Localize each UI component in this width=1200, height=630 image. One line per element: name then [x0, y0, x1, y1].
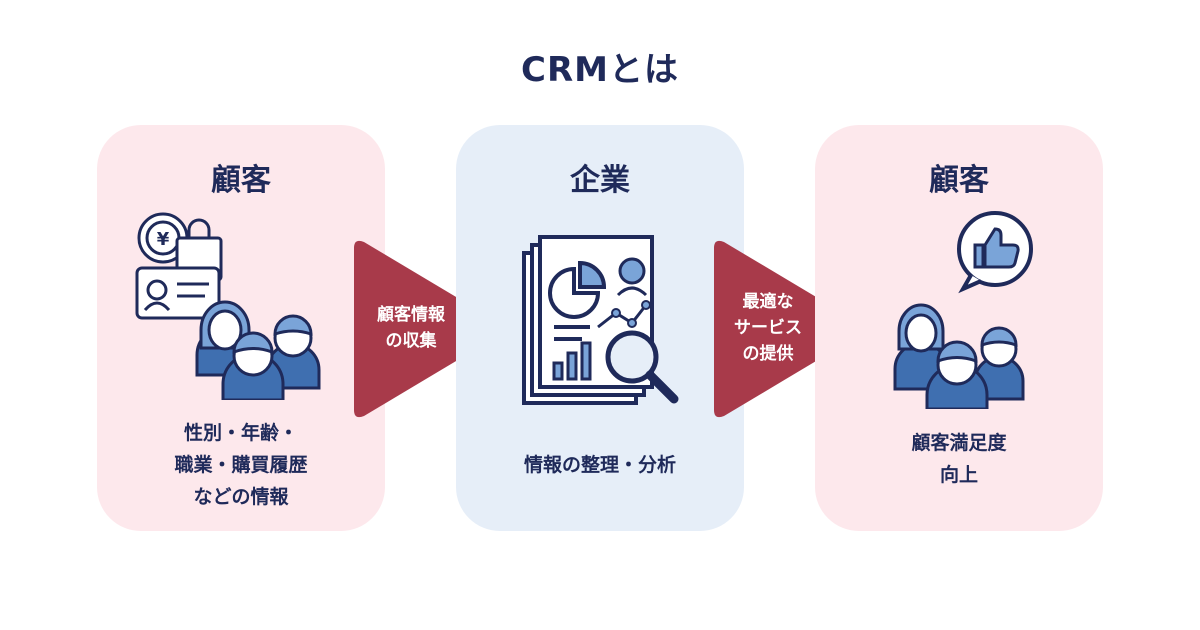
svg-text:¥: ¥ [157, 229, 170, 250]
panel-heading: 企業 [570, 163, 630, 198]
flow-arrow-collect [354, 240, 502, 418]
diagram-title: CRMとは [521, 50, 679, 90]
panel-caption: 顧客満足度 向上 [911, 432, 1007, 486]
satisfied-customers-thumbs-up-icon [893, 211, 1033, 409]
flow-arrow-provide [714, 240, 862, 418]
customer-panel-right: 顧客 顧客満足度 向上 [815, 125, 1103, 531]
arrow-label-collect: 顧客情報 の収集 [377, 305, 445, 351]
panel-heading: 顧客 [211, 163, 271, 198]
customer-panel-left: 顧客 ¥ 性別・年齢・ 職業・購買履歴 などの情報 [97, 125, 385, 531]
panel-caption: 情報の整理・分析 [523, 454, 676, 476]
panel-caption: 性別・年齢・ 職業・購買履歴 などの情報 [174, 422, 308, 508]
arrow-label-provide: 最適な サービス の提供 [734, 292, 802, 364]
panel-heading: 顧客 [929, 163, 989, 198]
customers-with-shopping-icon: ¥ [135, 212, 321, 400]
company-panel: 企業 情報の整理・分析 [456, 125, 744, 531]
data-analysis-report-icon [522, 235, 679, 405]
